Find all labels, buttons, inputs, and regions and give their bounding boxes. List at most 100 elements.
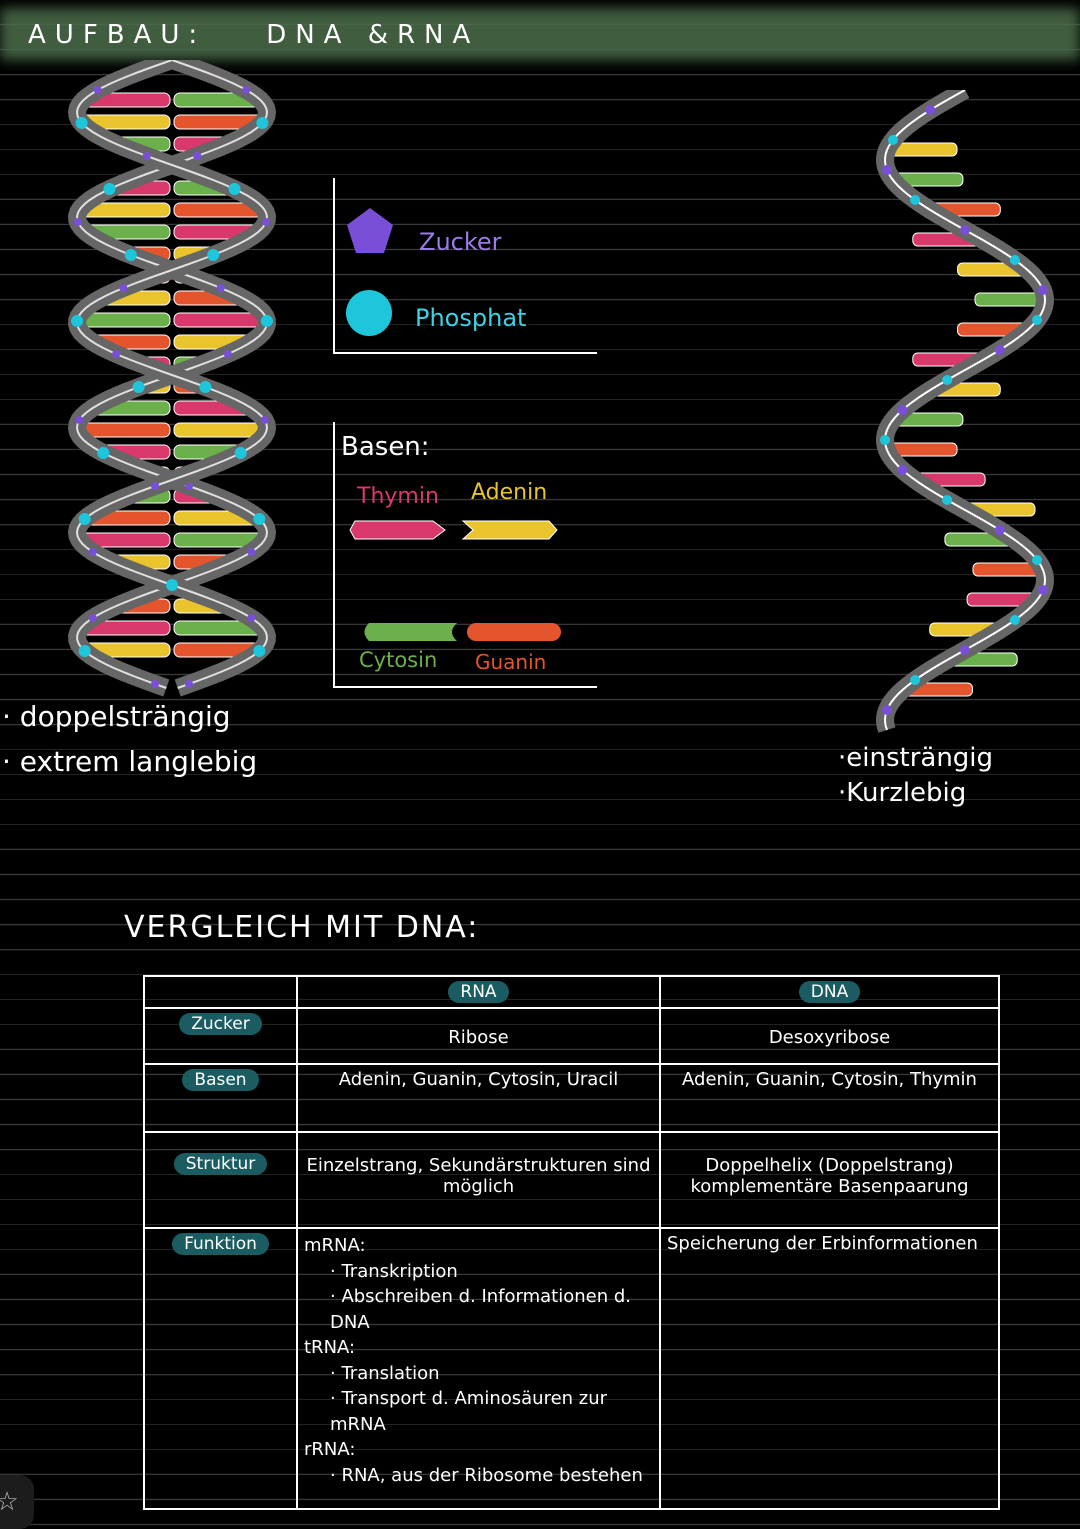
table-row: Funktion mRNA: · Transkription · Abschre…: [143, 1227, 1000, 1510]
guanin-label: Guanin: [475, 650, 547, 674]
backbone-dot: [253, 645, 266, 657]
backbone-dot: [151, 680, 160, 688]
backbone-dot: [78, 513, 91, 525]
backbone-dot: [78, 645, 91, 657]
backbone-dot: [897, 405, 908, 415]
backbone-dot: [151, 482, 160, 490]
backbone-dot: [119, 284, 128, 292]
backbone-dot: [910, 675, 921, 685]
backbone-dot: [882, 165, 893, 175]
dna-note-double-stranded: · doppelsträngig: [2, 700, 231, 733]
thymin-base-icon: [349, 520, 446, 540]
base-bar: [974, 292, 1046, 307]
function-item: · Abschreiben d. Informationen d. DNA: [330, 1286, 631, 1333]
dna-cell: Adenin, Guanin, Cytosin, Thymin: [659, 1063, 1000, 1133]
backbone-dot: [880, 435, 890, 445]
backbone-dot: [960, 225, 970, 235]
sugar-pentagon-icon: [347, 208, 393, 253]
table-row: Zucker Ribose Desoxyribose: [143, 1007, 1000, 1065]
backbone-dot: [253, 513, 266, 525]
backbone-dot: [262, 218, 271, 226]
rna-single-strand-illustration: [876, 90, 1054, 733]
backbone-dot: [882, 705, 893, 715]
header-dna: DNA: [798, 981, 861, 1003]
backbone-dot: [1009, 255, 1020, 265]
table-row: Basen Adenin, Guanin, Cytosin, Uracil Ad…: [143, 1063, 1000, 1133]
rrna-heading: rRNA:: [304, 1439, 356, 1460]
backbone-dot: [960, 645, 970, 655]
table-row: Struktur Einzelstrang, Sekundärstrukture…: [143, 1131, 1000, 1229]
backbone-dot: [207, 249, 220, 261]
rna-cell: Ribose: [296, 1007, 661, 1065]
rna-note-short-lived: ·Kurzlebig: [838, 778, 967, 808]
backbone-dot: [1032, 315, 1043, 325]
adenin-label: Adenin: [471, 480, 548, 505]
backbone-dot: [942, 495, 953, 505]
backbone-dot: [112, 350, 121, 358]
backbone-dot: [88, 614, 97, 622]
backbone-dot: [199, 381, 212, 393]
phosphate-label: Phosphat: [415, 304, 527, 332]
function-item: · Translation: [330, 1362, 440, 1384]
backbone-dot: [193, 152, 202, 160]
backbone-dot: [994, 525, 1005, 535]
backbone-dot: [247, 614, 256, 622]
cytosin-label: Cytosin: [359, 648, 438, 672]
backbone-dot: [897, 465, 908, 475]
comparison-heading: VERGLEICH MIT DNA:: [124, 910, 480, 945]
backbone-dot: [75, 117, 88, 129]
backbone-dot: [223, 350, 232, 358]
backbone-dot: [1009, 615, 1020, 625]
dna-cell: Speicherung der Erbinformationen: [659, 1227, 1000, 1510]
row-label: Zucker: [179, 1013, 262, 1035]
backbone-dot: [97, 447, 110, 459]
backbone-dot: [260, 315, 273, 327]
backbone-dot: [124, 249, 137, 261]
backbone-dot: [184, 680, 193, 688]
rna-cell: Adenin, Guanin, Cytosin, Uracil: [296, 1063, 661, 1133]
dna-double-helix-illustration: [67, 60, 277, 697]
title-highlight: [0, 8, 1080, 60]
function-item: · RNA, aus der Ribosome bestehen: [330, 1464, 643, 1486]
comparison-table: RNA DNA Zucker Ribose Desoxyribose Basen…: [143, 975, 1000, 1510]
phosphate-circle-icon: [346, 290, 392, 336]
bases-heading: Basen:: [341, 432, 430, 462]
bookmark-star-button[interactable]: ☆: [0, 1475, 34, 1529]
backbone-dot: [75, 416, 84, 424]
dna-cell: Doppelhelix (Doppelstrang) komplementäre…: [659, 1131, 1000, 1229]
cytosin-base-icon: [364, 623, 457, 641]
backbone-dot: [925, 105, 936, 115]
row-label: Funktion: [172, 1233, 269, 1255]
function-item: · Transport d. Aminosäuren zur mRNA: [330, 1388, 608, 1435]
table-header-row: RNA DNA: [143, 975, 1000, 1009]
guanin-base-icon: [467, 623, 561, 641]
dna-note-long-lived: · extrem langlebig: [2, 745, 258, 778]
header-rna: RNA: [448, 981, 509, 1003]
row-label: Basen: [182, 1069, 259, 1091]
function-item: · Transkription: [330, 1260, 458, 1282]
mrna-heading: mRNA:: [304, 1235, 366, 1256]
star-icon: ☆: [0, 1487, 19, 1517]
backbone-dot: [103, 183, 116, 195]
backbone-dot: [242, 86, 251, 94]
backbone-dot: [256, 117, 269, 129]
rna-note-single-stranded: ·einsträngig: [838, 743, 994, 773]
dna-cell: Desoxyribose: [659, 1007, 1000, 1065]
rna-cell: Einzelstrang, Sekundärstrukturen sind mö…: [296, 1131, 661, 1229]
bases-legend-box: Basen: Thymin Adenin Cytosin Guanin: [333, 422, 597, 688]
rna-function-cell: mRNA: · Transkription · Abschreiben d. I…: [296, 1227, 661, 1510]
backbone-dot: [71, 315, 84, 327]
thymin-label: Thymin: [357, 484, 439, 509]
row-label: Struktur: [173, 1153, 268, 1175]
backbone-dot: [260, 416, 269, 424]
backbone-dot: [1037, 285, 1048, 295]
backbone-dot: [247, 548, 256, 556]
backbone-dot: [73, 218, 82, 226]
trna-heading: tRNA:: [304, 1337, 356, 1358]
backbone-dot: [994, 345, 1005, 355]
adenin-base-icon: [461, 520, 558, 540]
backbone-dot: [1037, 585, 1048, 595]
backbone-dot: [216, 284, 225, 292]
backbone-dot: [1032, 555, 1043, 565]
backbone-dot: [93, 86, 102, 94]
